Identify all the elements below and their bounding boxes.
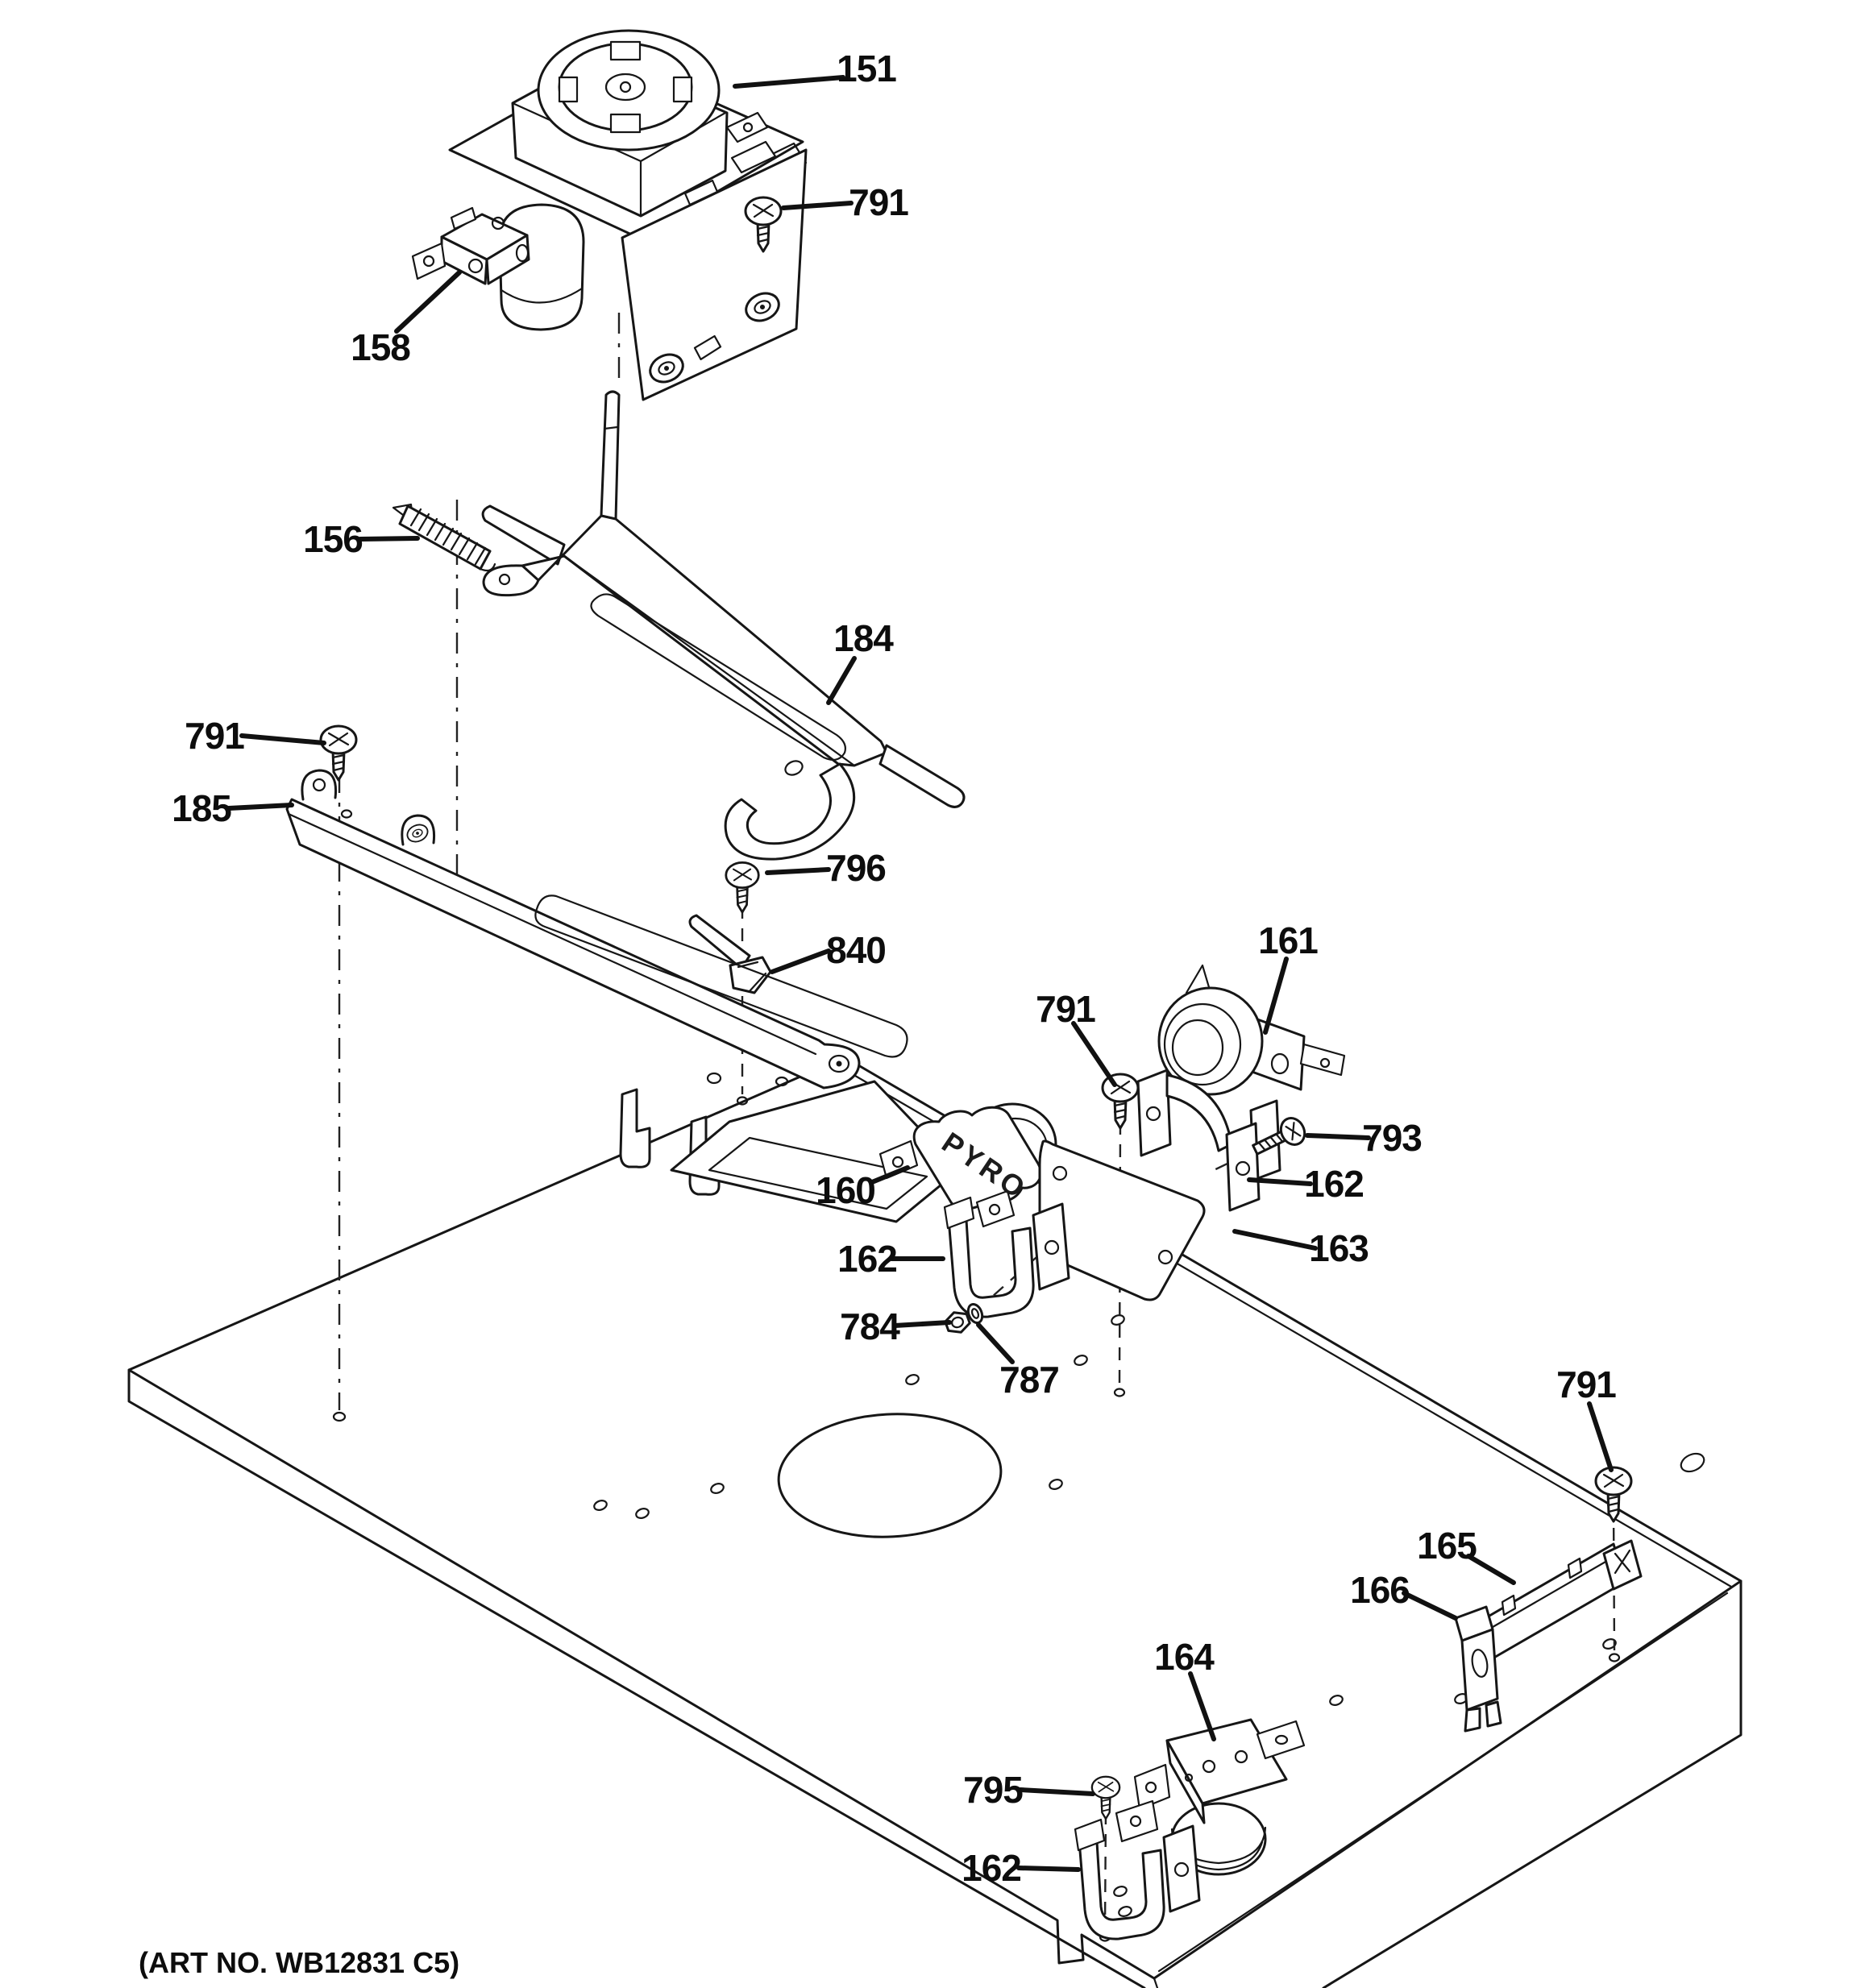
- mounting-plate-163: [1038, 1139, 1206, 1301]
- callout-185: 185: [172, 787, 231, 829]
- callout-158: 158: [351, 326, 410, 368]
- callout-163: 163: [1309, 1227, 1369, 1269]
- callout-151: 151: [837, 48, 896, 89]
- callout-184: 184: [833, 617, 894, 659]
- callout-787: 787: [999, 1359, 1059, 1401]
- callout-156: 156: [303, 518, 363, 560]
- callout-793: 793: [1362, 1117, 1422, 1159]
- callout-840: 840: [826, 929, 886, 971]
- callout-160: 160: [816, 1169, 875, 1211]
- lock-mounting-bracket: [285, 769, 961, 1223]
- callout-796: 796: [826, 847, 886, 889]
- callout-161: 161: [1258, 919, 1318, 961]
- thermostat-161: [1157, 964, 1346, 1096]
- callout-164: 164: [1154, 1636, 1215, 1678]
- callout-166: 166: [1350, 1569, 1410, 1611]
- callout-791: 791: [849, 181, 908, 223]
- extension-spring: [392, 503, 496, 572]
- callout-791: 791: [185, 715, 244, 757]
- u-bracket-162-bottom: [1074, 1818, 1201, 1940]
- callout-795: 795: [963, 1769, 1023, 1811]
- callout-784: 784: [840, 1305, 900, 1347]
- screw-796: [725, 861, 760, 914]
- hex-nut-784: [944, 1311, 971, 1334]
- callout-162: 162: [962, 1847, 1021, 1889]
- callout-162: 162: [1304, 1163, 1364, 1205]
- callout-791: 791: [1556, 1363, 1616, 1405]
- callout-162: 162: [837, 1238, 897, 1280]
- micro-switch: [411, 206, 530, 285]
- centerlines: [338, 234, 1616, 1932]
- screw-791-mid: [1101, 1073, 1140, 1130]
- leader-lines: [226, 75, 1614, 1872]
- rail-bracket-165: [1478, 1539, 1643, 1660]
- callout-165: 165: [1417, 1525, 1477, 1567]
- lock-lever: [481, 390, 966, 970]
- callout-791: 791: [1036, 988, 1095, 1030]
- support-bracket-166: [1454, 1605, 1502, 1733]
- art-number: (ART NO. WB12831 C5): [139, 1946, 459, 1979]
- pyro-thermostat: PYRO: [879, 1102, 1057, 1228]
- thermostat-164: [1115, 1718, 1306, 1876]
- base-panel: [127, 1056, 1742, 1988]
